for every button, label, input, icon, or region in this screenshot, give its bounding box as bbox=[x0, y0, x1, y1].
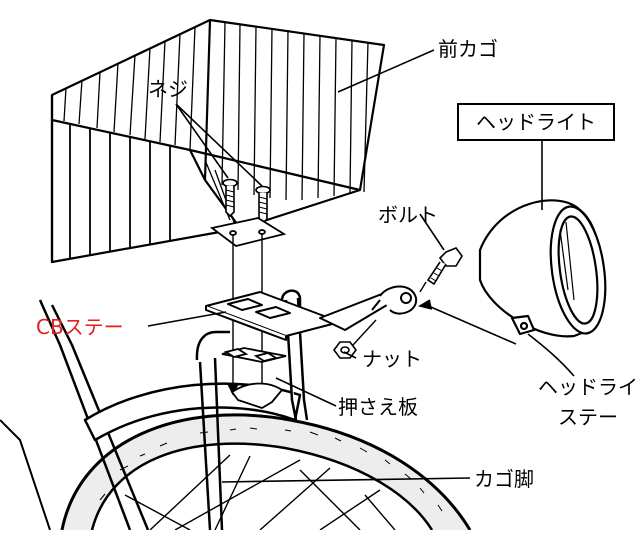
label-basket-leg: カゴ脚 bbox=[474, 467, 534, 491]
label-front-basket: 前カゴ bbox=[438, 37, 498, 61]
screw-1 bbox=[222, 178, 238, 218]
label-cb-stay: CBステー bbox=[36, 315, 124, 339]
leader-lines bbox=[147, 49, 575, 483]
cb-stay bbox=[205, 285, 418, 341]
retainer-plate bbox=[221, 347, 287, 409]
label-bolt: ボルト bbox=[378, 203, 438, 227]
bolt bbox=[419, 247, 463, 293]
label-screws: ネジ bbox=[148, 77, 188, 101]
headlight bbox=[478, 199, 607, 338]
headlight-label-box bbox=[457, 103, 615, 141]
label-headlight: ヘッドライト bbox=[476, 110, 596, 134]
nut bbox=[333, 319, 377, 359]
label-headlight-stay-2: ステー bbox=[558, 405, 618, 429]
top-plate bbox=[209, 217, 287, 247]
label-retainer-plate: 押さえ板 bbox=[338, 395, 418, 419]
front-basket bbox=[50, 18, 386, 264]
label-headlight-stay-1: ヘッドライト bbox=[538, 375, 640, 399]
label-nut: ナット bbox=[362, 347, 422, 371]
